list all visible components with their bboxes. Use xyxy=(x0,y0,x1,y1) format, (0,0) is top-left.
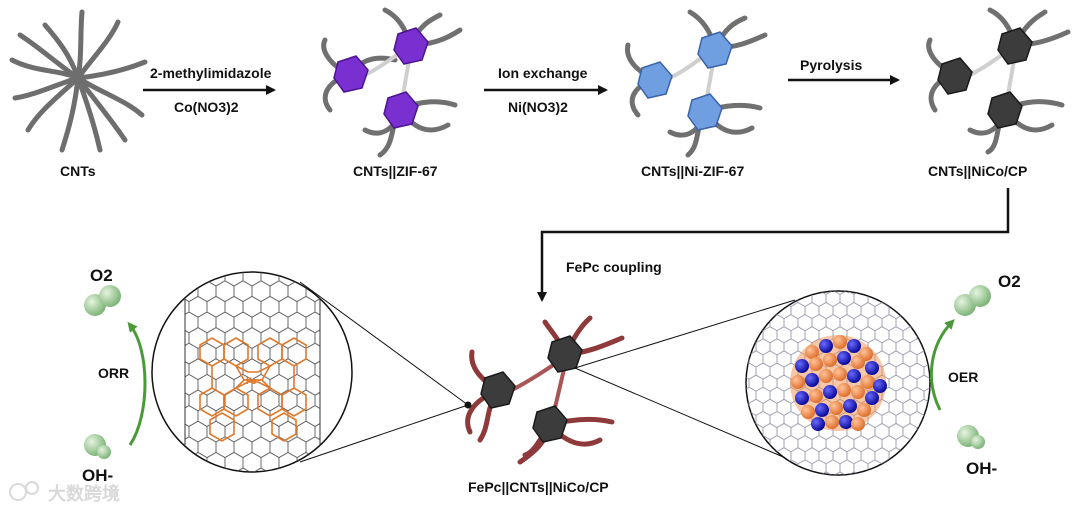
nicocp-composite xyxy=(926,7,1071,155)
zoom-cnt-fepc: Fe xyxy=(151,271,353,473)
final-composite xyxy=(465,315,625,465)
orr-label: ORR xyxy=(98,365,129,381)
label-nizif67: CNTs||Ni-ZIF-67 xyxy=(641,163,744,179)
orr-oh-label: OH- xyxy=(82,466,113,485)
label-nicocp: CNTs||NiCo/CP xyxy=(928,163,1027,179)
oer-label: OER xyxy=(948,369,978,385)
orr-arrow xyxy=(127,321,147,446)
oer-arrow xyxy=(929,319,955,411)
orr-o2-label: O2 xyxy=(90,266,113,285)
cnt-bundle xyxy=(9,9,148,153)
step1-reagent-top: 2-methylimidazole xyxy=(150,65,272,81)
fepc-molecule xyxy=(199,337,307,442)
oer-oh-label: OH- xyxy=(966,459,997,478)
arrow-coupling xyxy=(537,188,1010,302)
step2-reagent-top: Ion exchange xyxy=(498,65,588,81)
orr-cycle: O2 ORR OH- xyxy=(82,266,147,485)
oer-o2-label: O2 xyxy=(998,272,1021,291)
step2-reagent-bottom: Ni(NO3)2 xyxy=(508,99,568,115)
nico-atom-cluster xyxy=(791,335,887,431)
label-final: FePc||CNTs||NiCo/CP xyxy=(468,479,609,495)
oer-cycle: O2 OER OH- xyxy=(929,272,1021,478)
zif67-composite xyxy=(321,7,463,158)
nizif67-composite xyxy=(624,9,768,158)
svg-text:Fe: Fe xyxy=(246,376,257,386)
coupling-label: FePc coupling xyxy=(566,259,662,275)
zoom-lines xyxy=(299,281,796,463)
label-zif67: CNTs||ZIF-67 xyxy=(353,163,438,179)
step1-reagent-bottom: Co(NO3)2 xyxy=(174,99,239,115)
label-cnts: CNTs xyxy=(60,163,96,179)
watermark-text: 大数跨境 xyxy=(48,483,120,505)
zoom-nico-particle xyxy=(745,290,931,476)
watermark: 大数跨境 xyxy=(9,481,120,505)
step3-reagent-top: Pyrolysis xyxy=(800,57,862,73)
